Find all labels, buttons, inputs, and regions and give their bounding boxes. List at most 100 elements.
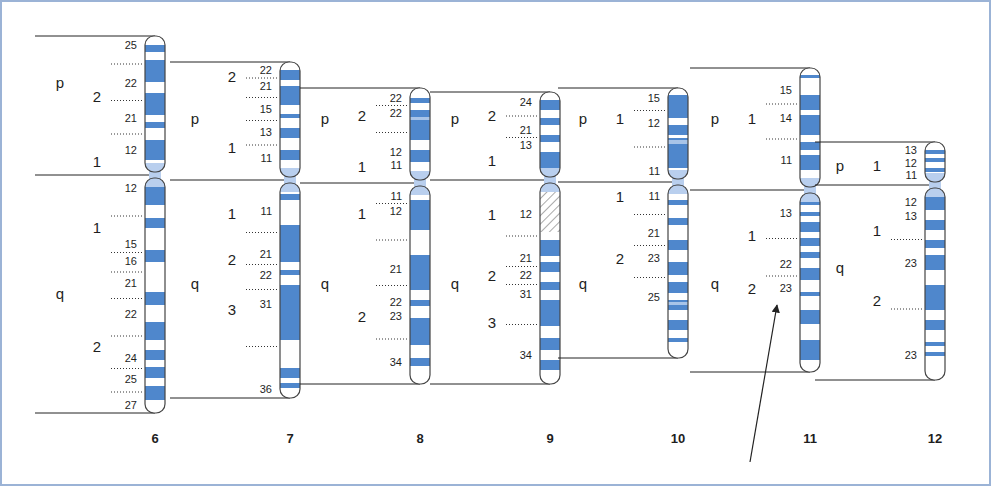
band-number: 23 xyxy=(905,258,917,269)
p-arm-outline xyxy=(540,92,560,177)
dark-band xyxy=(668,300,688,310)
dark-band xyxy=(800,115,820,135)
arm-boundary-line xyxy=(300,88,420,89)
arm-boundary-line xyxy=(815,380,935,381)
band-number: 13 xyxy=(520,140,532,151)
dark-band xyxy=(145,350,165,360)
region-number: 1 xyxy=(488,153,496,168)
centromere xyxy=(280,183,300,192)
band-separator xyxy=(506,137,538,138)
arm-boundary-line xyxy=(815,142,935,143)
band-number: 15 xyxy=(125,239,137,250)
band-number: 23 xyxy=(390,311,402,322)
dark-band xyxy=(800,95,820,110)
dark-band xyxy=(280,368,300,378)
arm-letter: p xyxy=(451,111,459,126)
arm-boundary-line xyxy=(558,182,678,183)
band-number: 15 xyxy=(780,85,792,96)
dark-band xyxy=(410,300,430,306)
region-number: 1 xyxy=(748,111,756,126)
region-number: 2 xyxy=(488,108,496,123)
centromere xyxy=(925,173,945,182)
dark-band xyxy=(145,45,165,52)
band-number: 23 xyxy=(905,350,917,361)
pointer-arrow xyxy=(750,305,777,462)
q-arm-outline xyxy=(800,193,820,372)
dark-band xyxy=(540,152,560,168)
dark-band xyxy=(668,240,688,250)
dark-band xyxy=(280,194,300,200)
band-separator xyxy=(766,276,798,277)
band-number: 12 xyxy=(520,209,532,220)
band-number: 11 xyxy=(391,160,402,171)
band-separator xyxy=(766,104,798,105)
band-separator xyxy=(111,392,143,393)
centromere xyxy=(800,178,820,187)
dark-band xyxy=(925,240,945,248)
arm-boundary-line xyxy=(690,190,810,191)
dark-band xyxy=(280,225,300,262)
band-number: 24 xyxy=(520,97,532,108)
chromosome xyxy=(300,88,430,384)
dark-band xyxy=(540,282,560,290)
band-number: 22 xyxy=(390,297,402,308)
band-separator xyxy=(111,298,143,299)
band-number: 22 xyxy=(520,270,532,281)
band-number: 15 xyxy=(260,104,272,115)
band-separator xyxy=(111,216,143,217)
dark-band xyxy=(145,367,165,378)
band-separator xyxy=(246,145,278,146)
arm-boundary-line xyxy=(430,180,550,181)
arm-boundary-line xyxy=(558,358,678,359)
band-separator xyxy=(634,110,666,111)
region-number: 1 xyxy=(873,223,881,238)
band-separator xyxy=(376,339,408,340)
region-number: 1 xyxy=(93,154,101,169)
band-number: 13 xyxy=(780,208,792,219)
dark-band xyxy=(668,218,688,225)
band-number: 34 xyxy=(390,357,402,368)
arm-letter: q xyxy=(56,286,64,301)
band-number: 22 xyxy=(125,309,137,320)
region-number: 2 xyxy=(616,251,624,266)
dark-band xyxy=(800,222,820,232)
p-arm-outline xyxy=(280,62,300,177)
q-arm-outline xyxy=(540,183,560,384)
dark-band xyxy=(800,310,820,324)
band-number: 21 xyxy=(520,125,532,136)
band-separator xyxy=(246,97,278,98)
centromere xyxy=(668,185,688,194)
dark-band xyxy=(925,195,945,210)
dark-band xyxy=(145,322,165,340)
region-number: 2 xyxy=(358,108,366,123)
band-number: 22 xyxy=(260,270,272,281)
band-separator xyxy=(766,139,798,140)
p-arm-outline xyxy=(925,142,945,182)
band-number: 23 xyxy=(648,253,660,264)
arm-boundary-line xyxy=(170,398,290,399)
arm-letter: q xyxy=(321,276,329,291)
arm-letter: q xyxy=(579,276,587,291)
dark-band xyxy=(145,218,165,228)
dark-band xyxy=(410,150,430,162)
arm-letter: q xyxy=(711,276,719,291)
band-separator xyxy=(111,134,143,135)
dark-band xyxy=(410,110,430,140)
band-separator xyxy=(111,368,143,369)
centromere xyxy=(925,188,945,197)
arm-boundary-line xyxy=(170,62,290,63)
band-separator xyxy=(506,236,538,237)
region-number: 2 xyxy=(748,281,756,296)
chromosome xyxy=(430,92,560,384)
arm-boundary-line xyxy=(815,185,935,186)
arm-boundary-line xyxy=(35,413,155,414)
chromosome xyxy=(815,142,945,380)
region-number: 2 xyxy=(228,252,236,267)
arm-boundary-line xyxy=(170,180,290,181)
band-number: 21 xyxy=(260,249,272,260)
dark-band xyxy=(540,118,560,125)
band-separator xyxy=(634,277,666,278)
band-number: 12 xyxy=(905,197,917,208)
band-number: 11 xyxy=(781,155,792,166)
arm-letter: p xyxy=(836,158,844,173)
